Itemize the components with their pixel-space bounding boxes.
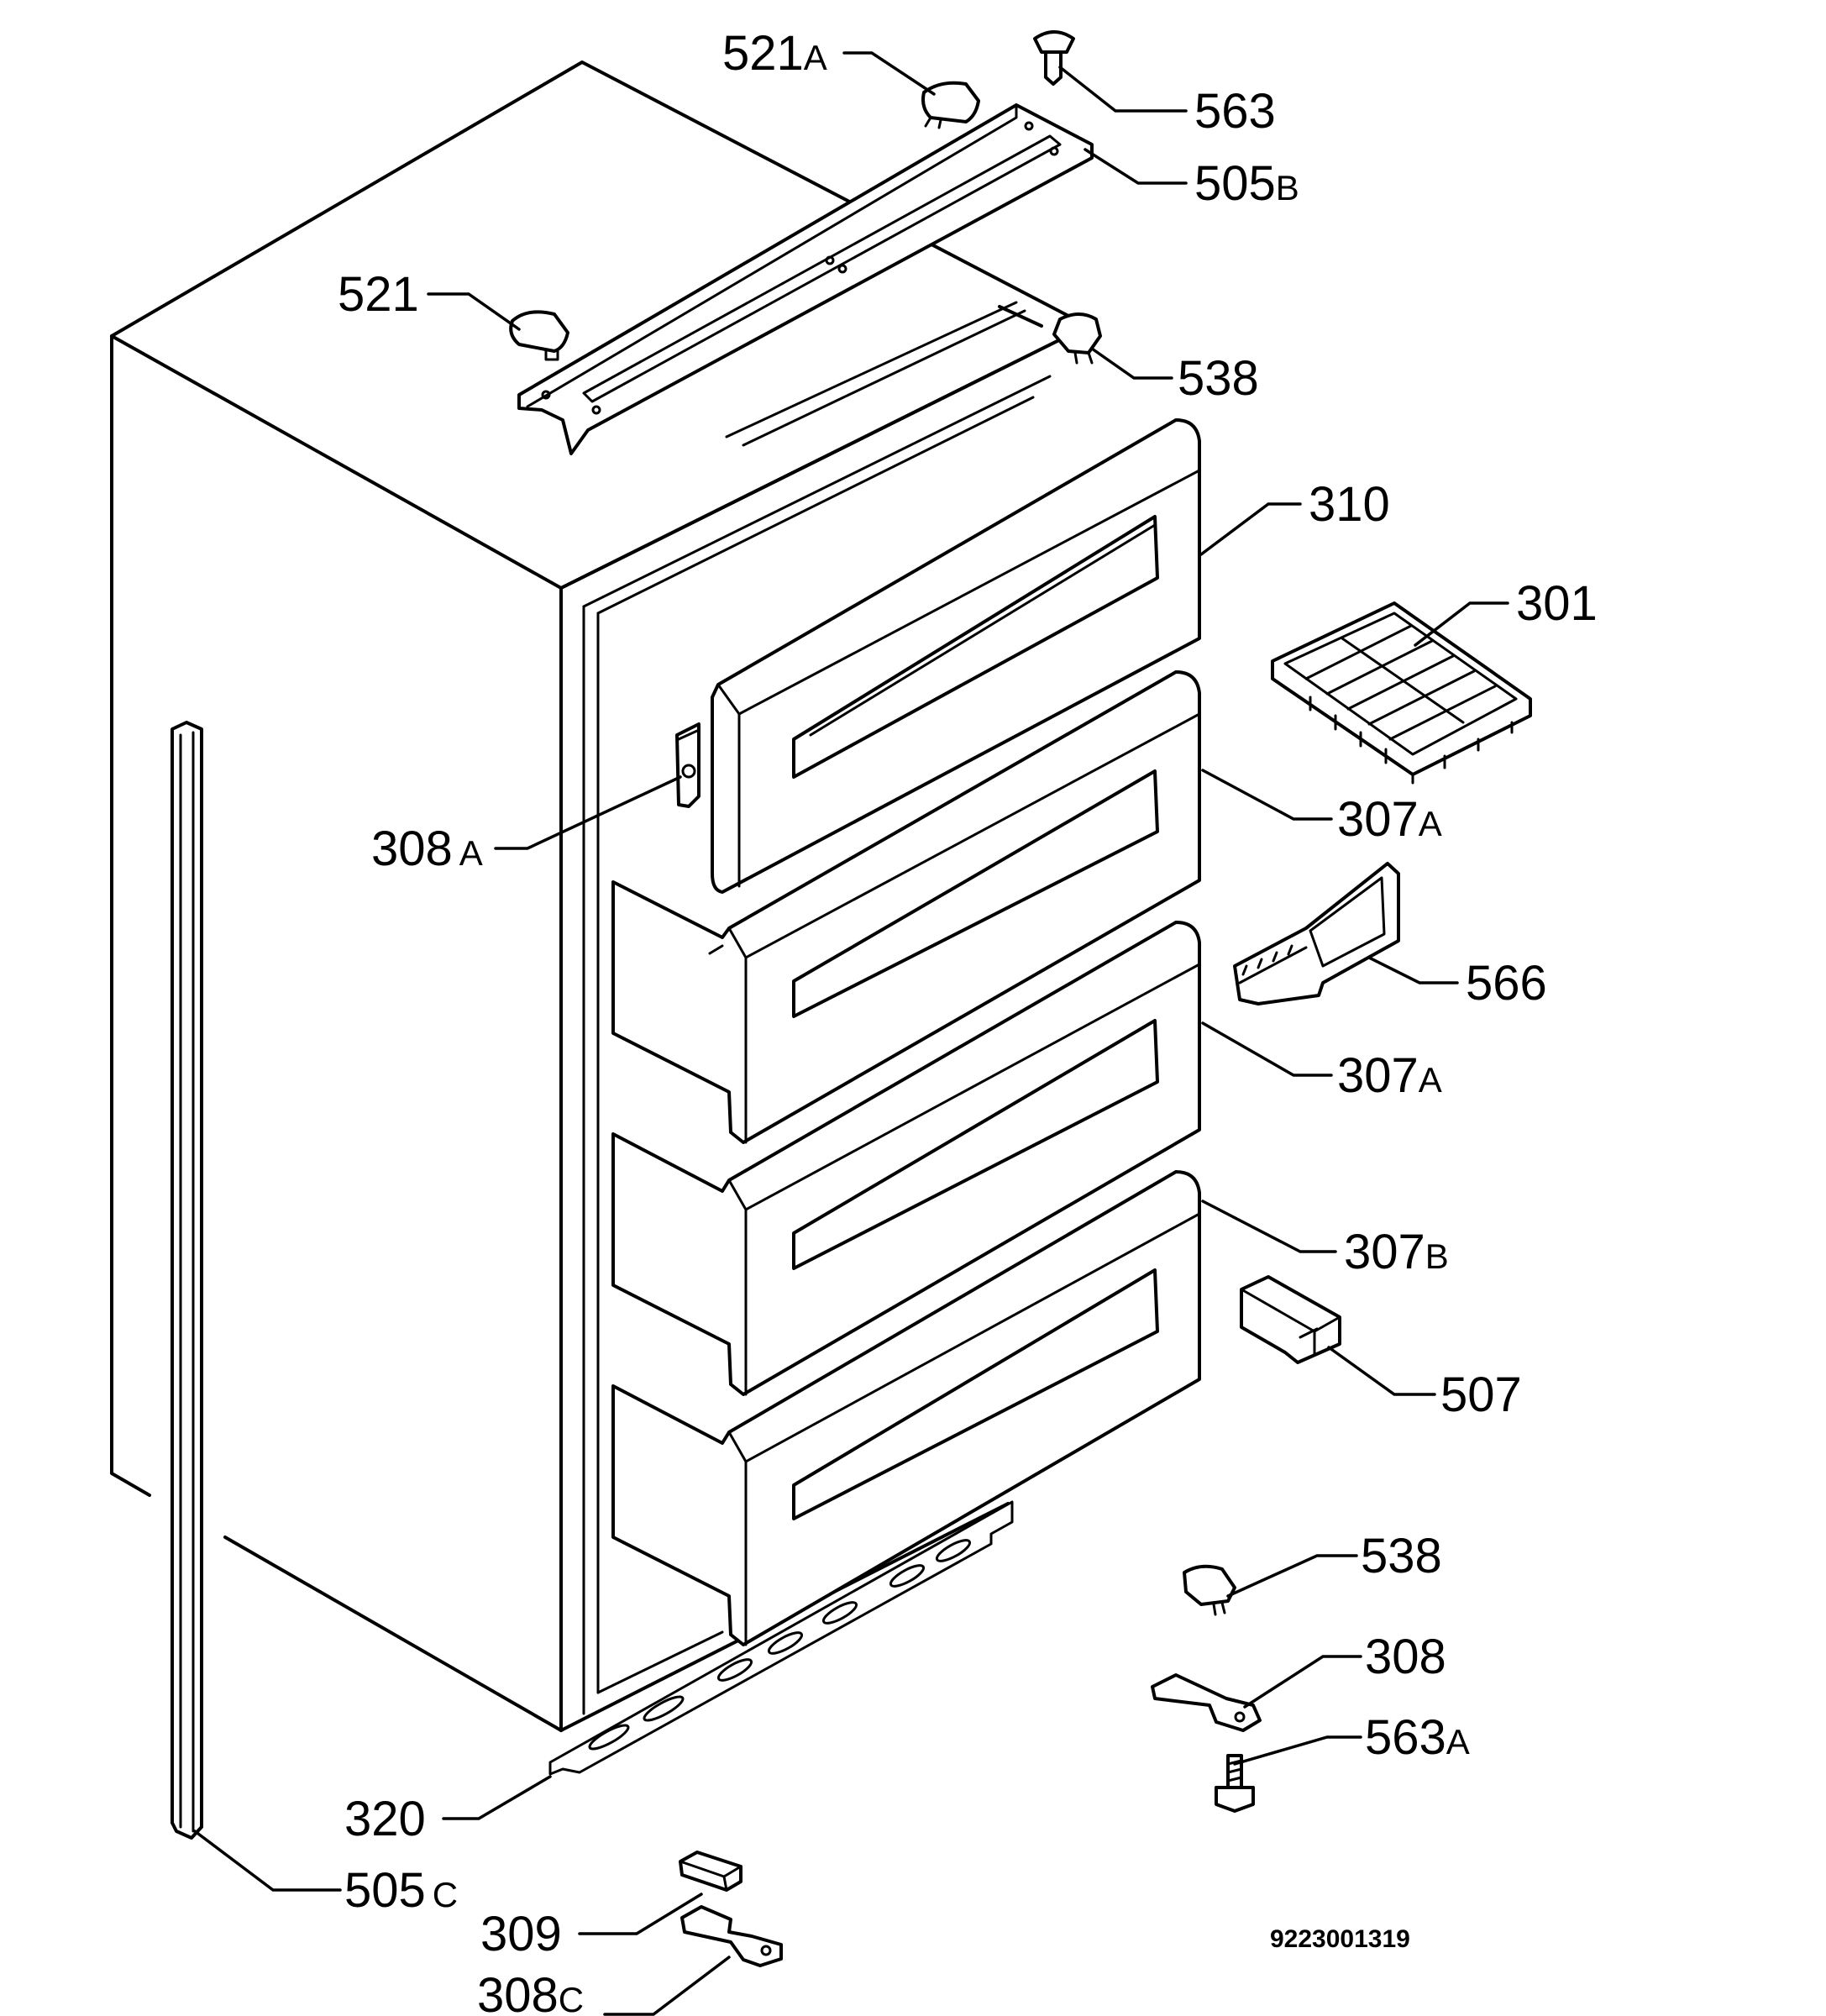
callout-307b: 307B	[1344, 1225, 1449, 1279]
hinge-plate-308a	[675, 722, 700, 808]
callout-309: 309	[480, 1907, 562, 1961]
door-seal-505c	[171, 721, 203, 1840]
freezer-drawer-307a-1	[611, 670, 1201, 1144]
hinge-pin-538-bottom	[1183, 1564, 1236, 1616]
hinge-cap-521a	[921, 81, 980, 129]
callout-320: 320	[344, 1792, 426, 1846]
hinge-pin-538-top	[1052, 312, 1102, 365]
ice-cube-tray-301	[1271, 601, 1532, 785]
hinge-bracket-308	[1151, 1673, 1262, 1732]
callout-538-bottom: 538	[1361, 1529, 1442, 1583]
callout-310: 310	[1309, 477, 1390, 532]
callout-308c: 308C	[477, 1968, 584, 2016]
callout-301: 301	[1516, 576, 1598, 631]
callout-538-top: 538	[1178, 351, 1259, 406]
callout-507: 507	[1440, 1368, 1522, 1422]
top-hinge-bar-505b	[517, 103, 1094, 455]
callout-308: 308	[1365, 1630, 1446, 1684]
freezer-drawer-307a-2	[611, 921, 1201, 1396]
hinge-cap-521	[509, 310, 569, 361]
callout-563: 563	[1194, 84, 1276, 139]
callout-521a: 521A	[722, 26, 827, 81]
document-number: 9223001319	[1270, 1925, 1410, 1953]
callout-566: 566	[1466, 956, 1547, 1011]
callout-307a-1: 307A	[1337, 792, 1442, 847]
freezer-drawer-310	[711, 418, 1201, 894]
callout-505b: 505B	[1194, 156, 1299, 211]
callout-521: 521	[338, 267, 419, 322]
hinge-bracket-308c	[680, 1905, 783, 1967]
hinge-cover-507	[1240, 1275, 1341, 1364]
freezer-drawer-307b	[611, 1170, 1201, 1646]
callout-leaders	[193, 51, 1509, 2016]
callout-307a-2: 307A	[1337, 1048, 1442, 1103]
hinge-cap-309	[679, 1851, 742, 1892]
ice-scraper-566	[1233, 862, 1400, 1005]
callout-563a: 563A	[1365, 1710, 1470, 1765]
screw-563	[1033, 30, 1075, 86]
freezer-cabinet	[110, 60, 1089, 1776]
